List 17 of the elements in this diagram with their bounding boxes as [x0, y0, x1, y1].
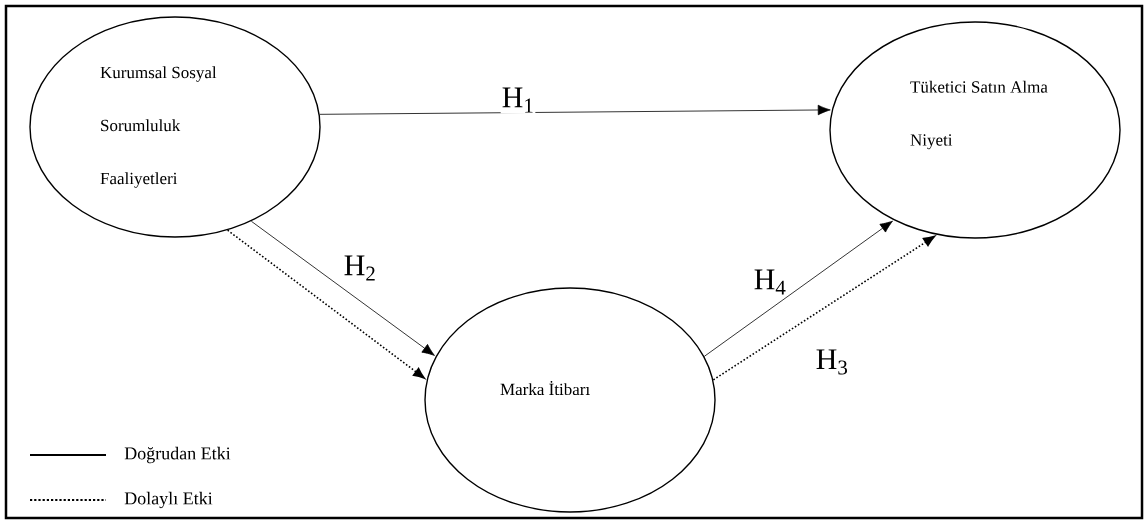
edge-label: H$_{3}$: [814, 348, 850, 376]
ellipse-node: [29, 16, 321, 238]
edge-label: H$_{4}$: [752, 268, 788, 296]
ellipse-node: [829, 21, 1121, 239]
edge-label: H$_{2}$: [342, 254, 378, 282]
ellipse-node: [424, 287, 716, 513]
node-text: Tüketici Satın Alma Niyeti: [910, 80, 1048, 150]
arrow: [250, 220, 435, 356]
legend-text: Doğrudan Etki: [124, 446, 231, 464]
node-text: Marka İtibarı: [500, 380, 590, 396]
edge-label: H$_{1}$: [500, 86, 536, 114]
arrow: [226, 229, 425, 379]
legend-text: Dolaylı Etki: [124, 491, 213, 509]
arrow: [712, 235, 935, 381]
arrow: [703, 220, 893, 357]
arrow: [319, 104, 831, 116]
node-text: Kurumsal Sosyal Sorumluluk Faaliyetleri: [100, 66, 217, 188]
